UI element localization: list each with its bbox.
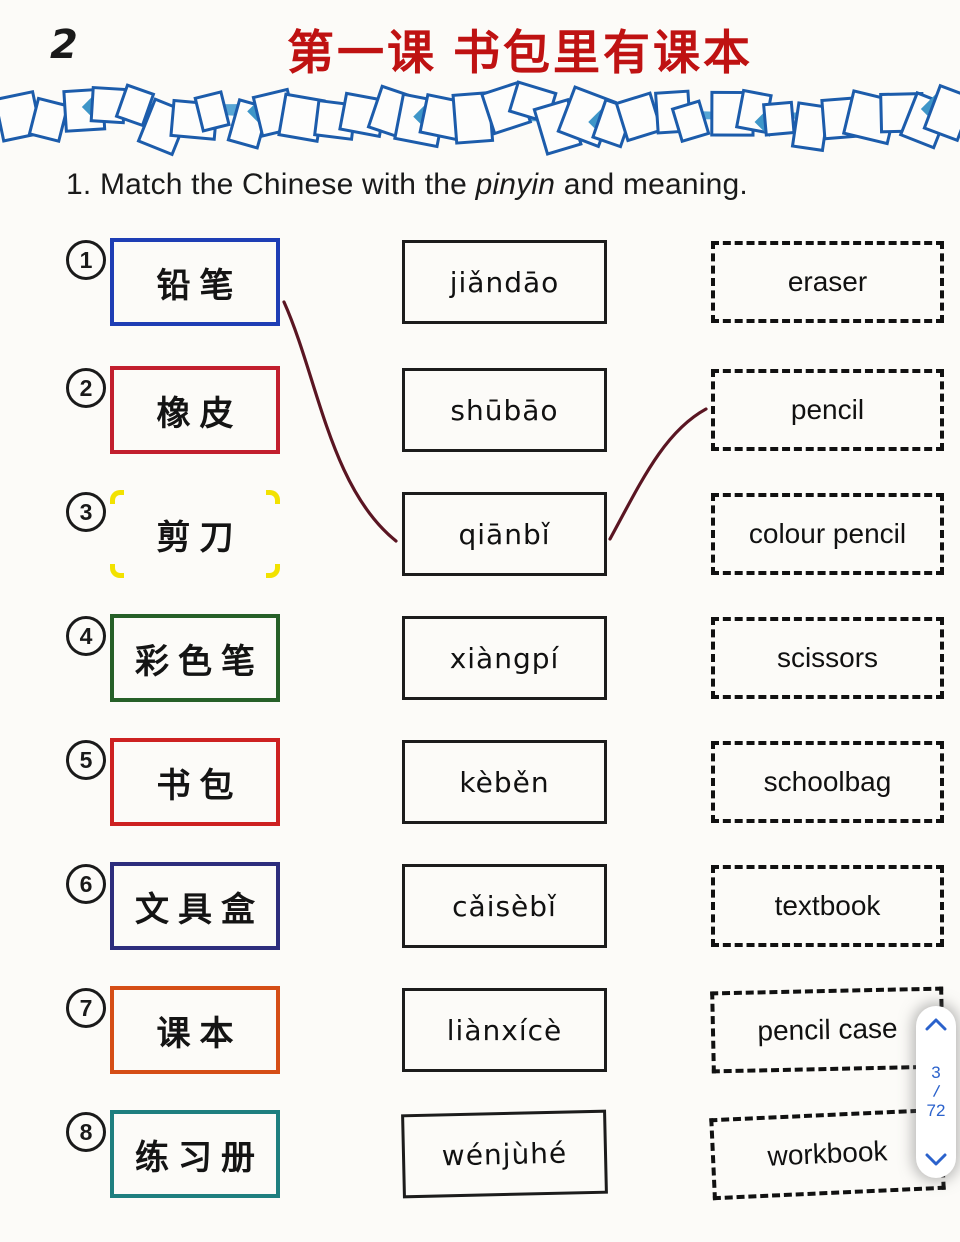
meaning-box[interactable]: pencil — [711, 369, 944, 451]
pinyin-label: shūbāo — [450, 393, 559, 427]
pinyin-label: kèběn — [459, 765, 550, 799]
pinyin-box[interactable]: liànxícè — [402, 988, 607, 1072]
pinyin-label: wénjùhé — [441, 1136, 568, 1172]
instruction-suffix: and meaning. — [555, 168, 748, 201]
chevron-down-icon[interactable] — [925, 1153, 947, 1166]
page-separator: / — [931, 1081, 941, 1102]
pinyin-label: xiàngpí — [449, 641, 560, 675]
meaning-label: textbook — [774, 890, 881, 921]
row-number-badge: 4 — [66, 616, 106, 656]
row-number-badge: 7 — [66, 988, 106, 1028]
pinyin-box[interactable]: shūbāo — [402, 368, 607, 452]
meaning-label: colour pencil — [748, 518, 907, 549]
current-page: 3 — [931, 1063, 941, 1083]
lesson-title: 第一课 书包里有课本 — [286, 26, 754, 79]
selection-corner-icon — [266, 564, 280, 578]
page-indicator: 3 / 72 — [927, 1064, 946, 1120]
row-number-badge: 2 — [66, 368, 106, 408]
hanzi-box[interactable]: 练习册 — [110, 1110, 280, 1198]
meaning-label: eraser — [787, 266, 868, 297]
meaning-box[interactable]: workbook — [709, 1107, 946, 1201]
meaning-box[interactable]: textbook — [711, 865, 944, 947]
hanzi-label: 铅笔 — [156, 266, 243, 305]
instruction-prefix: 1. Match the Chinese with the — [66, 168, 476, 201]
instruction-pinyin-word: pinyin — [475, 168, 556, 201]
hanzi-box[interactable]: 橡皮 — [110, 366, 280, 454]
meaning-label: pencil case — [757, 1012, 898, 1047]
pinyin-label: cǎisèbǐ — [452, 889, 557, 923]
hanzi-label: 书包 — [156, 766, 243, 805]
total-pages: 72 — [926, 1100, 946, 1120]
pinyin-box[interactable]: cǎisèbǐ — [402, 864, 607, 948]
meaning-label: workbook — [766, 1135, 889, 1172]
row-number-badge: 1 — [66, 240, 106, 280]
hanzi-label: 练习册 — [135, 1138, 264, 1177]
meaning-label: pencil — [790, 394, 865, 425]
match-row: 2 橡皮 shūbāo pencil — [0, 366, 960, 458]
hanzi-label: 课本 — [156, 1014, 243, 1053]
pinyin-box[interactable]: wénjùhé — [401, 1109, 608, 1199]
match-row: 6 文具盒 cǎisèbǐ textbook — [0, 862, 960, 954]
pinyin-box[interactable]: xiàngpí — [402, 616, 607, 700]
meaning-box[interactable]: pencil case — [710, 986, 945, 1074]
pinyin-box[interactable]: jiǎndāo — [402, 240, 607, 324]
hanzi-box[interactable]: 书包 — [110, 738, 280, 826]
hanzi-box[interactable]: 彩色笔 — [110, 614, 280, 702]
meaning-box[interactable]: schoolbag — [711, 741, 944, 823]
meaning-box[interactable]: colour pencil — [711, 493, 944, 575]
pinyin-label: liànxícè — [446, 1013, 563, 1047]
match-row: 4 彩色笔 xiàngpí scissors — [0, 614, 960, 706]
chevron-up-icon[interactable] — [925, 1018, 947, 1031]
match-row: 5 书包 kèběn schoolbag — [0, 738, 960, 830]
page-number: 2 — [50, 22, 78, 68]
row-number-badge: 6 — [66, 864, 106, 904]
pinyin-label: qiānbǐ — [458, 517, 551, 551]
meaning-box[interactable]: eraser — [711, 241, 944, 323]
exercise-instruction: 1. Match the Chinese with the pinyin and… — [66, 168, 748, 202]
selection-corner-icon — [110, 564, 124, 578]
hanzi-label: 剪刀 — [156, 518, 243, 557]
selection-corner-icon — [266, 490, 280, 504]
hanzi-box[interactable]: 剪刀 — [110, 490, 280, 578]
match-row: 8 练习册 wénjùhé workbook — [0, 1107, 960, 1202]
meaning-box[interactable]: scissors — [711, 617, 944, 699]
row-number-badge: 5 — [66, 740, 106, 780]
page-navigator: 3 / 72 — [916, 1006, 956, 1178]
row-number-badge: 3 — [66, 492, 106, 532]
pinyin-box[interactable]: kèběn — [402, 740, 607, 824]
meaning-label: scissors — [776, 642, 879, 673]
meaning-label: schoolbag — [763, 766, 892, 797]
match-row: 1 铅笔 jiǎndāo eraser — [0, 238, 960, 330]
hanzi-label: 彩色笔 — [135, 642, 264, 681]
hanzi-label: 橡皮 — [156, 394, 243, 433]
pinyin-box[interactable]: qiānbǐ — [402, 492, 607, 576]
match-row: 3 剪刀 qiānbǐ colour pencil — [0, 490, 960, 582]
hanzi-box[interactable]: 铅笔 — [110, 238, 280, 326]
row-number-badge: 8 — [66, 1112, 106, 1152]
pinyin-label: jiǎndāo — [449, 265, 560, 299]
selection-corner-icon — [110, 490, 124, 504]
hanzi-box[interactable]: 文具盒 — [110, 862, 280, 950]
hanzi-box[interactable]: 课本 — [110, 986, 280, 1074]
match-row: 7 课本 liànxícè pencil case — [0, 986, 960, 1078]
hanzi-label: 文具盒 — [135, 890, 264, 929]
